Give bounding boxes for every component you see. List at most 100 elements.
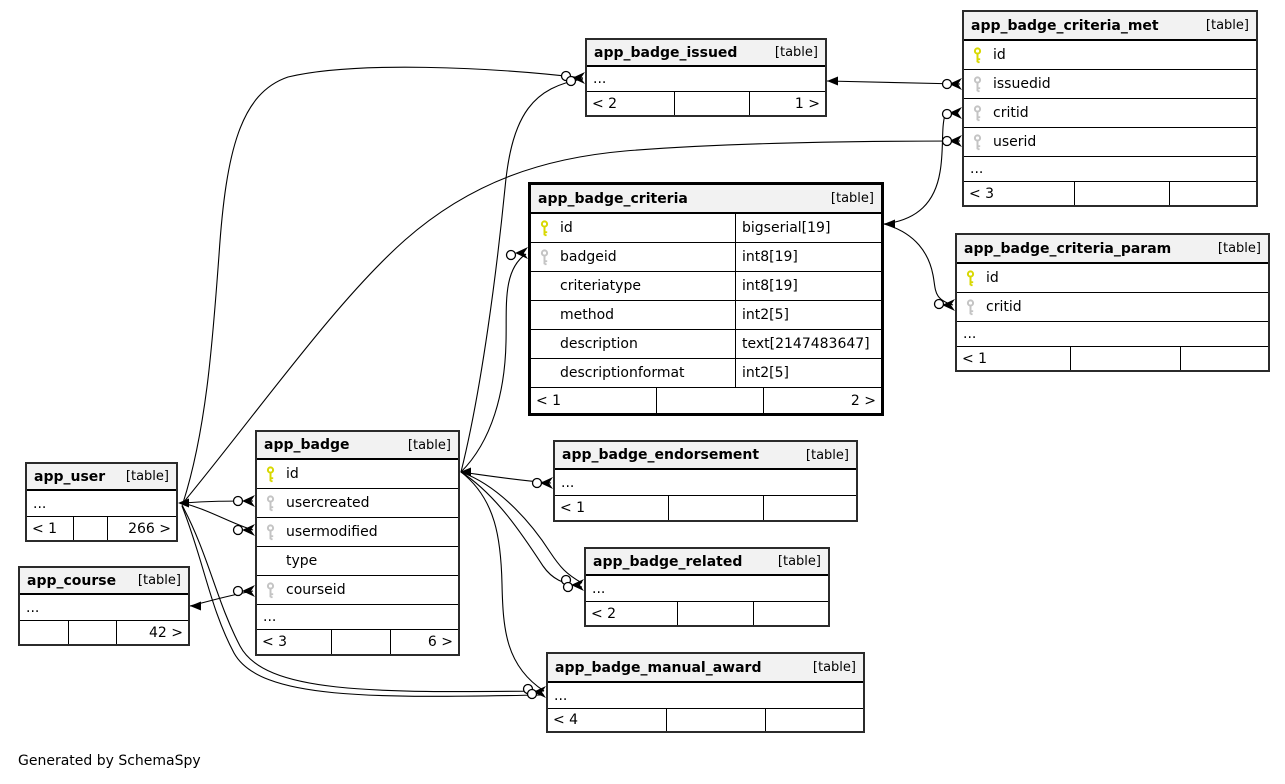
children-count: 266 > (107, 517, 176, 540)
more-columns-ellipsis: ... (257, 604, 458, 629)
connector-app_badge-courseid-circle-icon-0 (232, 585, 244, 597)
parents-count: < 4 (553, 712, 579, 728)
fk-key-slot (972, 75, 983, 93)
table-header-app_badge_endorsement[interactable]: app_badge_endorsement[table] (555, 442, 856, 469)
column-row-usermodified: usermodified (257, 517, 458, 546)
foreign-key-icon (973, 75, 982, 92)
column-row-id: id (957, 263, 1268, 292)
column-row-issuedid: issuedid (964, 69, 1256, 98)
parent-app_badge_criteria-arrow-icon (884, 219, 895, 229)
fk-key-slot (965, 298, 976, 316)
table-app_badge_endorsement: app_badge_endorsement[table]...< 1 (553, 440, 858, 522)
table-header-app_user[interactable]: app_user [table] (27, 464, 176, 490)
table-tag: [table] (1205, 18, 1249, 33)
parents-count: < 2 (591, 605, 617, 622)
table-header-app_badge_criteria_met[interactable]: app_badge_criteria_met[table] (964, 12, 1256, 40)
foreign-key-icon (540, 248, 549, 265)
children-count (1180, 347, 1268, 370)
table-header-app_course[interactable]: app_course[table] (20, 568, 188, 594)
edge-app_badge-app_badge_criteria-badgeid (460, 253, 527, 473)
connector-app_badge-usermodified-crowfoot-icon (242, 524, 255, 536)
connector-app_badge_criteria_param-critid-circle-icon-0 (933, 298, 945, 310)
footer-spacer (677, 602, 753, 625)
edge-app_badge_criteria-app_badge_criteria_param-critid (883, 223, 954, 306)
connector-app_badge_endorsement-circle-icon-0 (531, 477, 543, 489)
more-columns-ellipsis: ... (964, 156, 1256, 181)
table-name: app_badge_manual_award (555, 659, 762, 676)
fk-key-slot (972, 104, 983, 122)
column-name: userid (993, 134, 1037, 150)
more-columns-ellipsis: ... (548, 682, 863, 708)
column-name: id (986, 270, 999, 286)
column-name: courseid (286, 582, 346, 598)
edge-app_user-app_badge_manual_award-a (181, 504, 545, 693)
table-tag: [table] (407, 437, 451, 453)
foreign-key-icon (266, 523, 275, 540)
table-header-app_badge_criteria_param[interactable]: app_badge_criteria_param[table] (957, 235, 1268, 263)
connector-app_badge_criteria_param-critid-crowfoot-icon (942, 299, 955, 311)
footer-spacer (68, 621, 116, 644)
table-footer: < 1 (555, 495, 856, 520)
table-header-app_badge_related[interactable]: app_badge_related[table] (586, 549, 828, 575)
connector-app_badge_criteria_met-issuedid-crowfoot-icon (949, 78, 962, 90)
table-header-app_badge[interactable]: app_badge[table] (257, 432, 458, 459)
children-count (765, 709, 863, 731)
pk-key-slot (972, 46, 983, 64)
connector-app_badge_manual_award-crowfoot-icon (533, 686, 546, 698)
column-row-userid: userid (964, 127, 1256, 156)
column-name: id (560, 220, 573, 236)
parents-count: < 1 (962, 350, 988, 367)
table-tag: [table] (830, 191, 874, 206)
more-columns-ellipsis: ... (20, 594, 188, 620)
parent-app_badge_issued-arrow-icon (827, 76, 838, 86)
column-name: critid (993, 105, 1029, 121)
fk-key-slot (972, 133, 983, 151)
table-name: app_badge_criteria_param (964, 240, 1172, 257)
footer-spacer (668, 496, 763, 520)
primary-key-icon (966, 269, 975, 286)
foreign-key-icon (966, 298, 975, 315)
fk-key-slot (539, 248, 550, 266)
table-footer: < 2 (586, 601, 828, 625)
table-tag: [table] (805, 447, 849, 463)
primary-key-icon (973, 46, 982, 63)
connector-app_badge_criteria-badgeid-crowfoot-icon (515, 247, 528, 259)
table-header-app_badge_manual_award[interactable]: app_badge_manual_award [table] (548, 654, 863, 682)
children-count (1169, 182, 1256, 205)
column-row-courseid: courseid (257, 575, 458, 604)
footer-spacer (674, 92, 749, 115)
table-tag: [table] (812, 660, 856, 675)
fk-key-slot (265, 523, 276, 541)
primary-key-icon (540, 219, 549, 236)
column-name: type (286, 553, 318, 569)
column-name: descriptionformat (560, 365, 685, 381)
connector-app_badge_related-circle-icon-1 (562, 581, 574, 593)
table-header-app_badge_issued[interactable]: app_badge_issued[table] (587, 40, 825, 66)
connector-app_badge_criteria_met-critid-circle-icon-0 (941, 108, 953, 120)
children-count: 6 > (390, 630, 458, 654)
parents-count: < 2 (592, 95, 618, 112)
edge-app_badge_criteria-app_badge_criteria_met-critid (883, 114, 946, 225)
column-row-id: id (257, 459, 458, 488)
fk-key-slot (265, 494, 276, 512)
column-row-usercreated: usercreated (257, 488, 458, 517)
connector-app_badge-usercreated-circle-icon-0 (232, 495, 244, 507)
table-tag: [table] (777, 554, 821, 569)
table-tag: [table] (125, 469, 169, 484)
fk-key-slot (265, 581, 276, 599)
parents-count: < 1 (32, 520, 58, 537)
footer-spacer (1070, 347, 1180, 370)
edge-app_user-app_badge-usermodified (182, 502, 254, 531)
table-header-app_badge_criteria[interactable]: app_badge_criteria[table] (531, 185, 881, 213)
column-name: badgeid (560, 249, 617, 265)
children-count: 42 > (116, 621, 188, 644)
column-name: description (560, 336, 638, 352)
table-name: app_user (34, 468, 106, 485)
column-row-critid: critid (957, 292, 1268, 321)
children-count: 1 > (749, 92, 825, 115)
